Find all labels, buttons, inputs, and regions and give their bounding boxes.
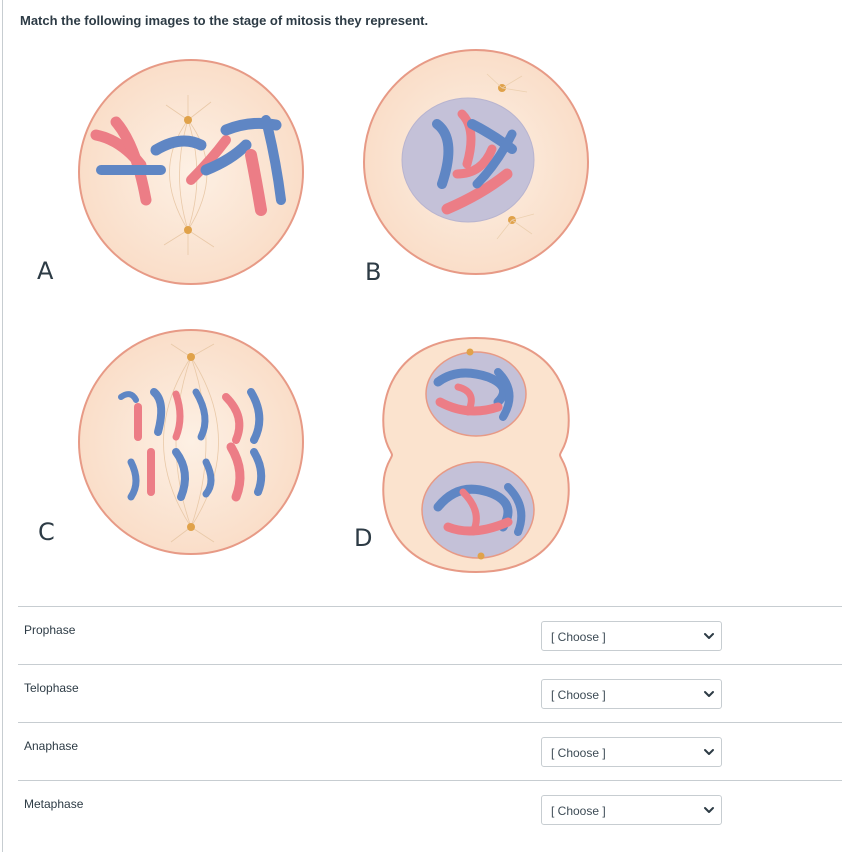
row-label: Prophase [24, 623, 76, 637]
answer-dropdown[interactable]: [ Choose ] [541, 795, 722, 825]
chevron-down-icon [704, 749, 714, 755]
answer-dropdown[interactable]: [ Choose ] [541, 679, 722, 709]
match-row-anaphase: Anaphase [ Choose ] [18, 722, 842, 780]
chevron-down-icon [704, 633, 714, 639]
row-label: Telophase [24, 681, 79, 695]
dropdown-value: [ Choose ] [551, 746, 606, 760]
matching-table: Prophase [ Choose ] Telophase [ Choose ]… [18, 606, 842, 838]
figure-c-image [76, 322, 306, 562]
figure-d-image [378, 332, 574, 578]
match-row-metaphase: Metaphase [ Choose ] [18, 780, 842, 838]
chevron-down-icon [704, 691, 714, 697]
answer-dropdown[interactable]: [ Choose ] [541, 737, 722, 767]
row-label: Anaphase [24, 739, 79, 753]
figure-c-letter: C [38, 518, 55, 546]
dropdown-value: [ Choose ] [551, 804, 606, 818]
dropdown-value: [ Choose ] [551, 630, 606, 644]
match-row-prophase: Prophase [ Choose ] [18, 606, 842, 664]
row-label: Metaphase [24, 797, 84, 811]
question-text: Match the following images to the stage … [20, 13, 429, 28]
figure-a-image [76, 50, 306, 294]
match-row-telophase: Telophase [ Choose ] [18, 664, 842, 722]
figure-d-letter: D [354, 524, 373, 552]
figure-a-letter: A [37, 257, 54, 285]
dropdown-value: [ Choose ] [551, 688, 606, 702]
figure-b-image [362, 44, 590, 280]
figure-b-letter: B [365, 258, 382, 286]
answer-dropdown[interactable]: [ Choose ] [541, 621, 722, 651]
chevron-down-icon [704, 807, 714, 813]
